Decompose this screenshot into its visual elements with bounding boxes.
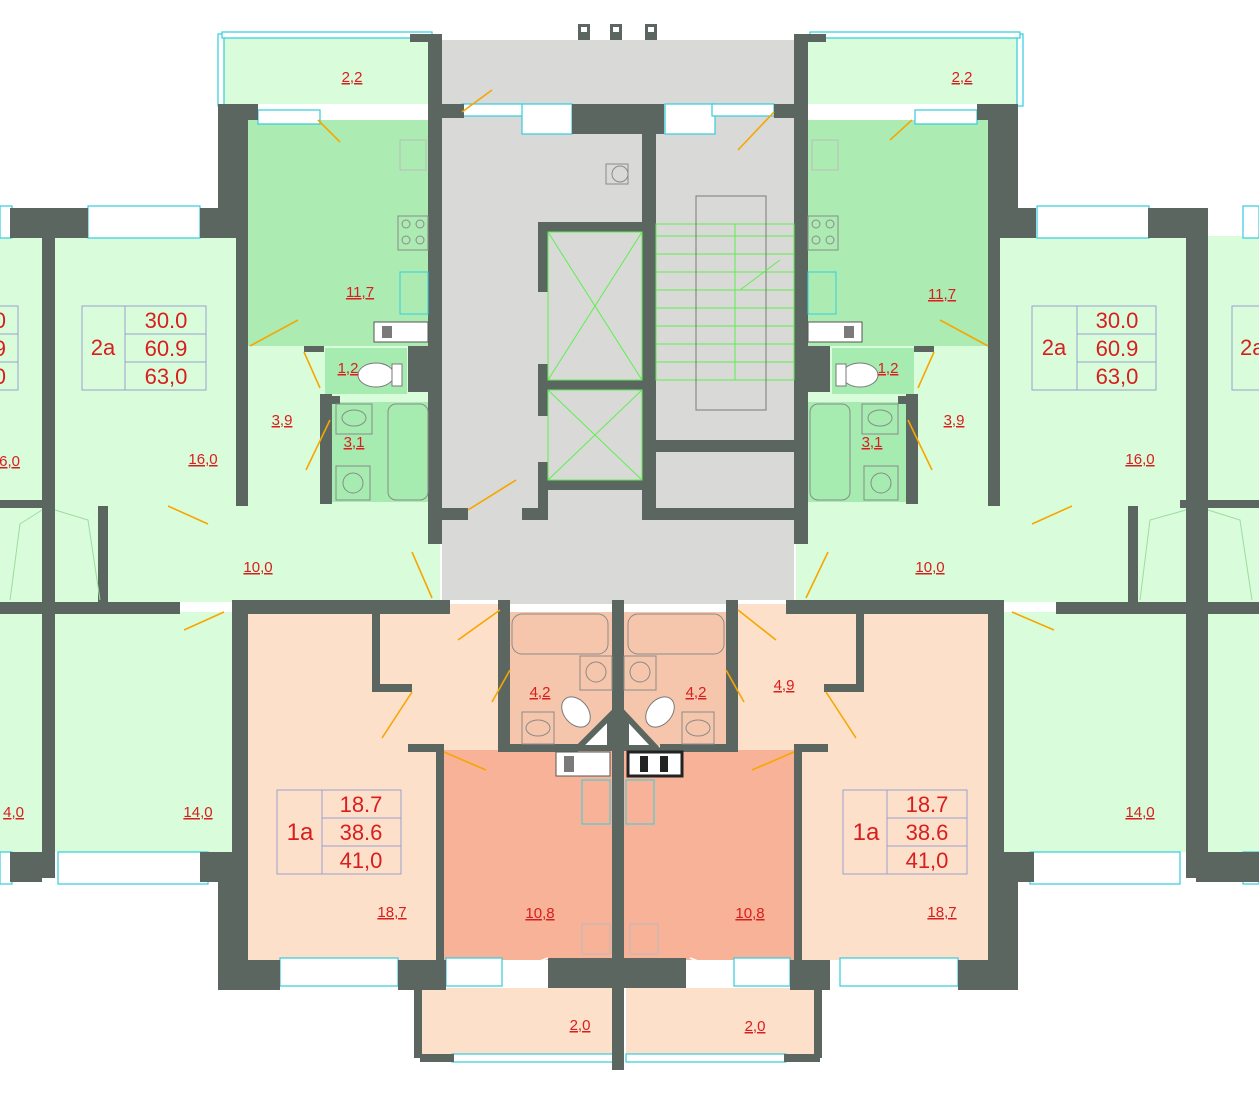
area-hall-right: 3,9 xyxy=(944,412,965,429)
total-area: 38.6 xyxy=(906,820,949,845)
balcony-bottom-left xyxy=(420,988,614,1058)
total-area-with-balcony: 41,0 xyxy=(340,848,383,873)
area-kitchen-1a-left: 10,8 xyxy=(525,905,554,922)
stairs xyxy=(655,195,795,411)
unit-table-2a-left: 2а 30.0 60.9 63,0 xyxy=(81,305,207,391)
area-hall-left: 3,9 xyxy=(272,412,293,429)
area-corridor-left: 10,0 xyxy=(243,559,272,576)
area-room-left: 16,0 xyxy=(188,451,217,468)
wardrobe-niches xyxy=(9,509,1253,601)
area-room-bottom-far-left: 4,0 xyxy=(3,804,24,821)
bath-1a-left xyxy=(508,612,612,746)
bath-right xyxy=(808,402,908,502)
room-far-left xyxy=(0,236,42,506)
unit-table-2a-right: 2а 30.0 60.9 63,0 xyxy=(1031,305,1157,391)
area-room-far-left: 6,0 xyxy=(0,453,20,470)
kitchen-1a-right xyxy=(624,750,794,960)
area-bath-1a-left: 4,2 xyxy=(530,684,551,701)
edge-row-3: 0 xyxy=(0,364,6,389)
living-area: 30.0 xyxy=(1096,308,1139,333)
kitchen-left xyxy=(248,120,430,346)
area-balcony-top-left: 2,2 xyxy=(342,69,363,86)
fire-hydrant-symbol xyxy=(605,163,629,185)
kitchen-1a-left xyxy=(442,750,612,960)
balcony-top-right xyxy=(807,36,1020,104)
area-room-bottom-left: 14,0 xyxy=(183,804,212,821)
room-far-right xyxy=(1208,236,1259,506)
area-room-1a-right: 18,7 xyxy=(927,904,956,921)
room-far-right-bottom xyxy=(1208,612,1259,852)
corridor-left xyxy=(0,506,440,602)
door-swings xyxy=(167,89,1073,975)
total-area-with-balcony: 63,0 xyxy=(145,364,188,389)
area-wc-left: 1,2 xyxy=(338,360,359,377)
edge-row-1: 0 xyxy=(0,308,6,333)
total-area: 60.9 xyxy=(1096,336,1139,361)
living-area: 30.0 xyxy=(145,308,188,333)
corridor-right xyxy=(796,506,1259,602)
total-area-with-balcony: 41,0 xyxy=(906,848,949,873)
unit-table-edge-right: 2а xyxy=(1231,305,1259,391)
room-right-16 xyxy=(992,236,1187,506)
area-corridor-right: 10,0 xyxy=(915,559,944,576)
vents xyxy=(578,24,657,40)
total-area: 60.9 xyxy=(145,336,188,361)
living-area: 18.7 xyxy=(906,792,949,817)
elevator-shafts xyxy=(547,231,643,481)
room-area-labels: 2,2 2,2 11,7 11,7 1,2 1,2 3,1 3,1 3,9 3,… xyxy=(0,69,1155,1035)
total-area-with-balcony: 63,0 xyxy=(1096,364,1139,389)
area-bath-right: 3,1 xyxy=(862,434,883,451)
balcony-top-left xyxy=(222,36,434,104)
area-room-bottom-right: 14,0 xyxy=(1125,804,1154,821)
edge-unit-type: 2а xyxy=(1240,335,1259,360)
area-balcony-bottom-left: 2,0 xyxy=(570,1017,591,1034)
area-balcony-bottom-right: 2,0 xyxy=(745,1018,766,1035)
area-wc-right: 1,2 xyxy=(878,360,899,377)
room-left-16 xyxy=(55,236,245,506)
unit-table-1a-right: 1а 18.7 38.6 41,0 xyxy=(842,789,968,875)
area-room-1a-left: 18,7 xyxy=(377,904,406,921)
balcony-bottom-right xyxy=(626,988,818,1058)
windows xyxy=(0,31,1259,1063)
area-bath-left: 3,1 xyxy=(344,434,365,451)
area-kitchen-left: 11,7 xyxy=(346,284,374,301)
unit-table-edge-left: 0 9 0 xyxy=(0,305,19,391)
room-bottom-left-14 xyxy=(55,612,235,852)
unit-type: 2а xyxy=(1042,335,1067,360)
unit-type: 2а xyxy=(91,335,116,360)
hall-1a-left xyxy=(380,604,498,750)
area-kitchen-right: 11,7 xyxy=(928,286,956,303)
area-room-right: 16,0 xyxy=(1125,451,1154,468)
unit-type: 1а xyxy=(287,819,314,846)
room-1a-right xyxy=(800,612,988,960)
unit-type: 1а xyxy=(853,819,880,846)
bath-1a-right xyxy=(624,612,728,746)
kitchen-right xyxy=(807,120,989,346)
area-balcony-top-right: 2,2 xyxy=(952,69,973,86)
bath-left xyxy=(330,402,430,502)
room-far-left-bottom xyxy=(0,612,42,852)
total-area: 38.6 xyxy=(340,820,383,845)
unit-table-1a-left: 1а 18.7 38.6 41,0 xyxy=(276,789,402,875)
area-bath-1a-right: 4,2 xyxy=(686,684,707,701)
area-kitchen-1a-right: 10,8 xyxy=(735,905,764,922)
fixtures xyxy=(335,139,899,955)
room-bottom-right-14 xyxy=(1000,612,1187,852)
edge-row-2: 9 xyxy=(0,336,6,361)
area-hall-1a-right: 4,9 xyxy=(774,677,795,694)
living-area: 18.7 xyxy=(340,792,383,817)
walls xyxy=(0,34,1259,1070)
